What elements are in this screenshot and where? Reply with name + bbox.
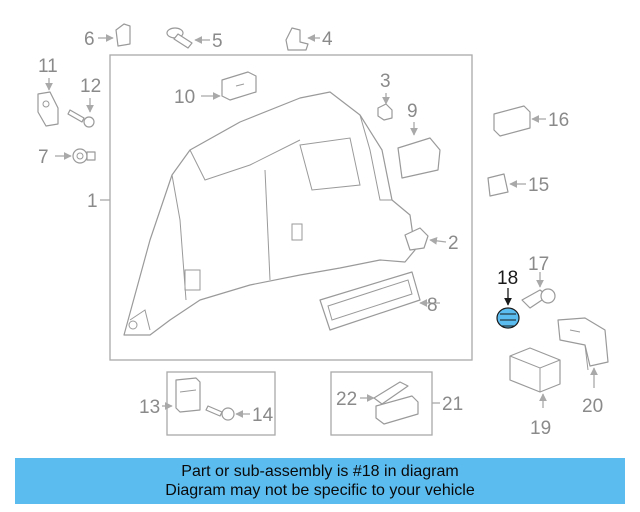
part-15-pad: 15	[487, 173, 549, 197]
part-10-block: 10	[174, 71, 257, 108]
main-assembly-frame	[109, 54, 473, 361]
svg-text:22: 22	[336, 389, 357, 410]
quarter-trim-panel	[123, 91, 416, 336]
svg-text:18: 18	[497, 268, 518, 289]
part-19-housing: 19	[509, 347, 561, 439]
part-18-body	[496, 307, 520, 329]
svg-text:1: 1	[87, 191, 98, 212]
svg-text:5: 5	[212, 31, 223, 52]
svg-text:19: 19	[530, 418, 551, 439]
svg-text:12: 12	[80, 76, 101, 97]
svg-text:9: 9	[407, 101, 418, 122]
svg-text:3: 3	[380, 71, 391, 92]
part-1-callout: 1	[87, 191, 110, 212]
part-2-clip: 2	[404, 227, 459, 254]
part-3-fastener: 3	[377, 71, 393, 121]
part-17-fastener: 17	[521, 254, 556, 309]
svg-text:7: 7	[38, 147, 49, 168]
part-22-clip: 22	[336, 381, 409, 410]
svg-text:10: 10	[174, 87, 195, 108]
svg-text:14: 14	[252, 405, 274, 426]
svg-text:8: 8	[427, 295, 438, 316]
part-8-strip: 8	[319, 271, 440, 331]
svg-text:16: 16	[548, 110, 569, 131]
parts-diagram: 2 3 4 5 6 7 8	[37, 23, 609, 439]
part-9-cover: 9	[397, 101, 441, 179]
part-14-screw: 14	[205, 405, 274, 426]
part-20-bracket: 20	[557, 317, 609, 417]
svg-text:13: 13	[139, 397, 160, 418]
svg-text:4: 4	[322, 29, 333, 50]
part-13-clip: 13	[139, 377, 201, 418]
svg-text:11: 11	[38, 56, 58, 77]
svg-text:2: 2	[448, 233, 459, 254]
part-4-clip: 4	[285, 27, 333, 51]
info-banner: Part or sub-assembly is #18 in diagram D…	[15, 458, 625, 504]
part-21-bracket: 21	[375, 394, 463, 425]
part-6-clip: 6	[84, 23, 131, 50]
banner-line-1: Part or sub-assembly is #18 in diagram	[181, 463, 459, 480]
svg-text:15: 15	[528, 175, 549, 196]
part-16-cover: 16	[493, 105, 569, 137]
banner-line-2: Diagram may not be specific to your vehi…	[165, 482, 475, 499]
part-12-bolt: 12	[67, 76, 101, 128]
part-18-highlighted: 18	[496, 268, 520, 329]
part-11-bracket: 11	[37, 56, 59, 127]
svg-text:20: 20	[582, 396, 603, 417]
part-5-screw: 5	[166, 27, 223, 52]
svg-text:21: 21	[442, 394, 463, 415]
svg-text:6: 6	[84, 29, 95, 50]
svg-text:17: 17	[528, 254, 549, 275]
part-7-grommet: 7	[38, 147, 96, 168]
